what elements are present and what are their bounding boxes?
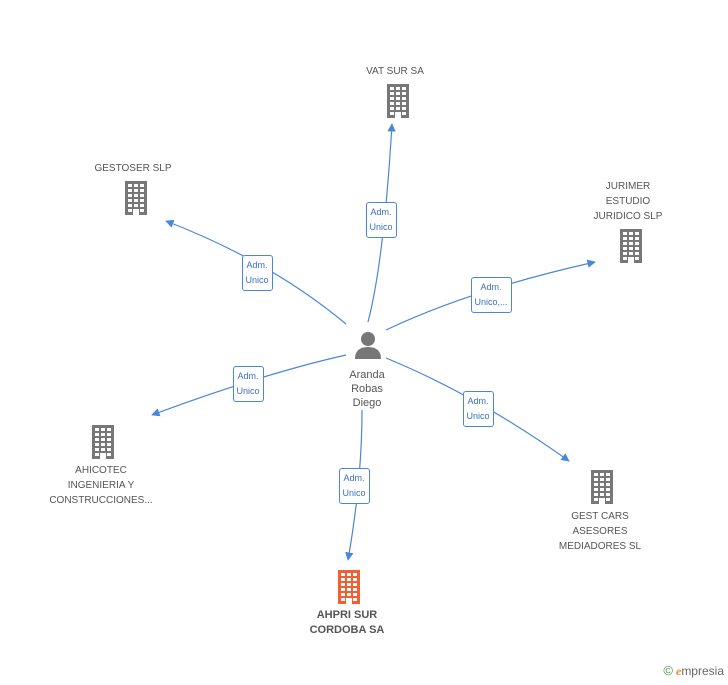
edge-label-vat[interactable]: Adm. Unico bbox=[365, 202, 397, 238]
building-icon[interactable] bbox=[617, 229, 645, 268]
edge-label-gestcars[interactable]: Adm. Unico bbox=[462, 391, 494, 427]
company-label-ahpri[interactable]: AHPRI SUR CORDOBA SA bbox=[309, 609, 385, 636]
person-icon[interactable] bbox=[354, 331, 382, 364]
company-label-ahicotec[interactable]: AHICOTEC INGENIERIA Y CONSTRUCCIONES... bbox=[49, 465, 153, 506]
empresia-logo: ©empresia bbox=[663, 663, 724, 678]
company-label-gestcars[interactable]: GEST CARS ASESORES MEDIADORES SL bbox=[558, 511, 642, 552]
edge-label-gestoser[interactable]: Adm. Unico bbox=[241, 255, 273, 291]
edge-vat bbox=[367, 123, 396, 323]
building-icon[interactable] bbox=[335, 570, 363, 609]
building-icon[interactable] bbox=[384, 84, 412, 123]
company-label-gestoser[interactable]: GESTOSER SLP bbox=[94, 163, 172, 174]
edge-label-jurimer[interactable]: Adm. Unico,... bbox=[470, 277, 512, 313]
edge-label-ahicotec[interactable]: Adm. Unico bbox=[232, 366, 264, 402]
edge-label-ahpri[interactable]: Adm. Unico bbox=[338, 468, 370, 504]
company-label-jurimer[interactable]: JURIMER ESTUDIO JURIDICO SLP bbox=[593, 181, 663, 222]
building-icon[interactable] bbox=[588, 470, 616, 509]
person-name-label[interactable]: Aranda Robas Diego bbox=[349, 369, 385, 409]
company-label-vat[interactable]: VAT SUR SA bbox=[366, 66, 424, 77]
building-icon[interactable] bbox=[89, 425, 117, 464]
building-icon[interactable] bbox=[122, 181, 150, 220]
